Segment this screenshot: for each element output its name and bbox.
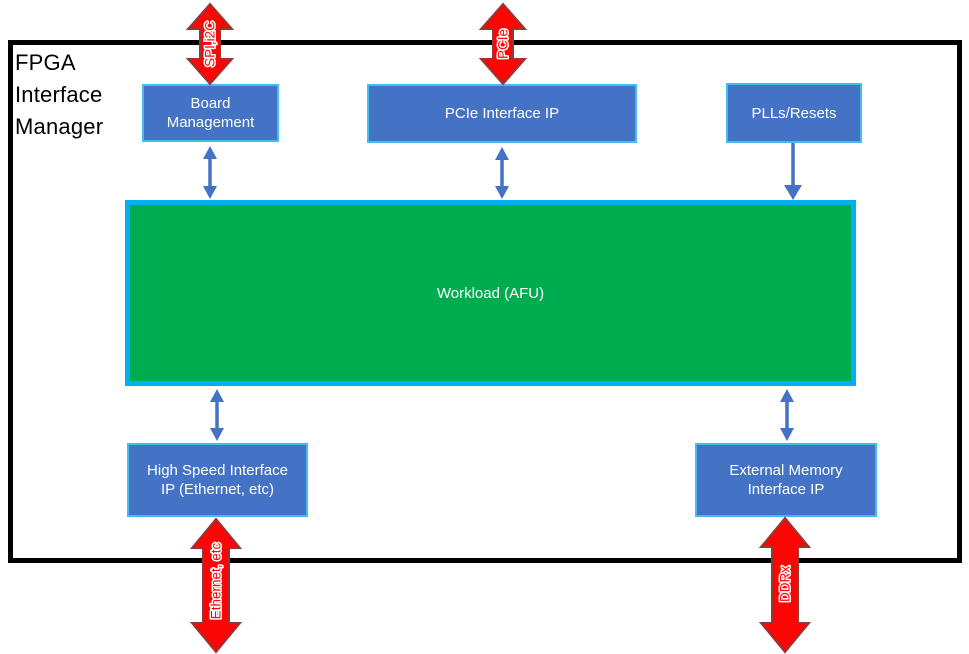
block-external-memory-interface-ip: External Memory Interface IP bbox=[695, 443, 877, 517]
diagram-title: FPGA Interface Manager bbox=[15, 50, 104, 139]
ddrx-port-label: DDRx bbox=[778, 566, 793, 602]
block-workload-afu: Workload (AFU) bbox=[125, 200, 856, 386]
block-high-speed-interface-ip: High Speed Interface IP (Ethernet, etc) bbox=[127, 443, 308, 517]
block-plls-resets-label: PLLs/Resets bbox=[751, 104, 837, 122]
block-pcie-interface-ip-label: PCIe Interface IP bbox=[444, 105, 560, 122]
block-board-management: Board Management bbox=[142, 84, 279, 142]
block-board-management-label: Board Management bbox=[166, 95, 255, 131]
block-pcie-interface-ip: PCIe Interface IP bbox=[367, 84, 637, 143]
block-workload-afu-label: Workload (AFU) bbox=[436, 284, 545, 302]
block-plls-resets: PLLs/Resets bbox=[726, 83, 862, 143]
block-high-speed-interface-ip-label: High Speed Interface IP (Ethernet, etc) bbox=[147, 462, 288, 498]
block-external-memory-interface-ip-label: External Memory Interface IP bbox=[729, 462, 843, 498]
